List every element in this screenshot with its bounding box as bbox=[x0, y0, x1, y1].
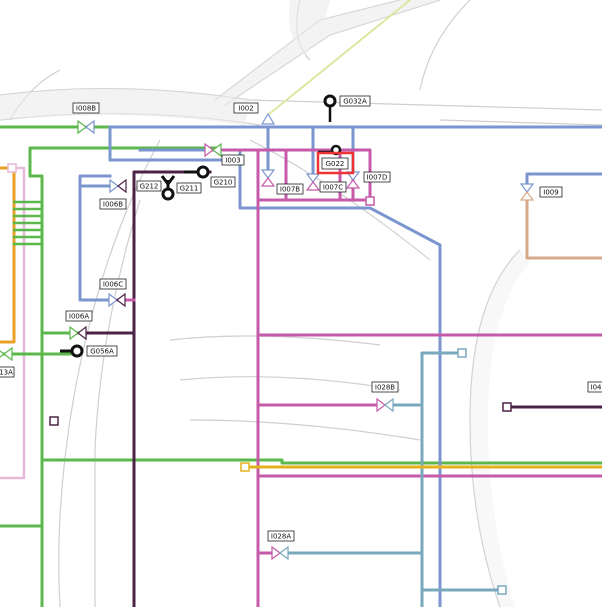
connector-i009 bbox=[519, 183, 535, 201]
label-i006a[interactable]: I006A bbox=[65, 310, 93, 322]
svg-text:I002: I002 bbox=[238, 105, 253, 113]
terminal-square bbox=[7, 163, 17, 173]
connector-i028b bbox=[376, 397, 394, 413]
terminal-square bbox=[502, 402, 512, 412]
connector-i002 bbox=[260, 112, 276, 125]
label-i002[interactable]: I002 bbox=[233, 102, 259, 114]
label-g022[interactable]: G022 bbox=[321, 157, 349, 170]
wire-green-stubs bbox=[12, 200, 44, 246]
label-i028a[interactable]: I028A bbox=[267, 530, 295, 542]
wire-teal-main bbox=[420, 351, 464, 607]
terminal-group bbox=[7, 163, 512, 595]
svg-text:I04: I04 bbox=[591, 384, 602, 392]
svg-text:G032A: G032A bbox=[343, 98, 367, 106]
svg-text:I13A: I13A bbox=[0, 369, 13, 377]
label-g032a[interactable]: G032A bbox=[339, 95, 371, 107]
svg-text:G211: G211 bbox=[180, 185, 199, 193]
svg-text:I006A: I006A bbox=[69, 313, 89, 321]
svg-text:I007B: I007B bbox=[280, 186, 300, 194]
wire-pink bbox=[0, 166, 26, 480]
connector-i007b bbox=[260, 169, 276, 187]
svg-text:I028B: I028B bbox=[375, 384, 395, 392]
wire-green-main bbox=[28, 146, 222, 607]
label-g212[interactable]: G212 bbox=[136, 180, 162, 192]
svg-text:I007C: I007C bbox=[323, 184, 343, 192]
label-g210[interactable]: G210 bbox=[210, 176, 236, 188]
label-i007b[interactable]: I007B bbox=[276, 183, 304, 195]
svg-text:G212: G212 bbox=[140, 183, 159, 191]
terminal-square bbox=[49, 416, 59, 426]
svg-text:G056A: G056A bbox=[90, 348, 114, 356]
wire-dark-purple-main bbox=[132, 170, 212, 607]
label-i007d[interactable]: I007D bbox=[363, 171, 391, 183]
svg-text:I028A: I028A bbox=[271, 533, 291, 541]
terminal-square bbox=[457, 348, 467, 358]
ground-icon bbox=[60, 344, 84, 358]
ground-icon bbox=[323, 94, 337, 122]
wire-magenta-junction bbox=[256, 148, 372, 202]
connector-i003 bbox=[204, 142, 222, 158]
terminal-square bbox=[240, 462, 250, 472]
wire-blue-drop bbox=[108, 125, 227, 162]
label-i003[interactable]: I003 bbox=[221, 154, 245, 166]
wire-tan bbox=[525, 198, 602, 260]
svg-text:I003: I003 bbox=[225, 157, 240, 165]
svg-text:I006B: I006B bbox=[103, 201, 123, 209]
label-i007c[interactable]: I007C bbox=[319, 181, 347, 193]
wire-orange bbox=[0, 166, 16, 344]
svg-text:G210: G210 bbox=[214, 179, 233, 187]
wire-yellow-green bbox=[266, 0, 412, 117]
label-i008b[interactable]: I008B bbox=[72, 102, 100, 114]
svg-text:I006C: I006C bbox=[103, 281, 123, 289]
label-g211[interactable]: G211 bbox=[176, 182, 202, 194]
label-i13a[interactable]: I13A bbox=[0, 366, 15, 378]
svg-text:I009: I009 bbox=[543, 189, 558, 197]
connector-i028a bbox=[271, 545, 289, 561]
label-i009[interactable]: I009 bbox=[539, 186, 563, 198]
connector-i007d bbox=[345, 171, 361, 189]
wire-green-lower bbox=[40, 458, 602, 465]
label-i028b[interactable]: I028B bbox=[371, 381, 399, 393]
wire-blue-left bbox=[78, 174, 112, 302]
label-i006c[interactable]: I006C bbox=[99, 278, 127, 290]
connector-i006c bbox=[108, 292, 126, 308]
label-i006b[interactable]: I006B bbox=[99, 198, 127, 210]
ground-group bbox=[60, 94, 342, 358]
label-g056a[interactable]: G056A bbox=[86, 345, 118, 357]
label-group: I008B I002 G032A I003 G022 I007D G212 G2… bbox=[0, 95, 602, 542]
connector-i008b bbox=[77, 119, 95, 135]
connector-i006b bbox=[109, 178, 127, 194]
ground-icon bbox=[184, 165, 210, 179]
wire-blue-right bbox=[525, 172, 602, 192]
connector-i13a bbox=[0, 346, 13, 362]
terminal-square bbox=[497, 585, 507, 595]
terminal-square bbox=[365, 196, 375, 206]
svg-text:I007D: I007D bbox=[367, 174, 388, 182]
connector-i006a bbox=[69, 325, 87, 341]
highlight-box bbox=[316, 151, 355, 175]
svg-text:G022: G022 bbox=[326, 160, 345, 168]
label-i04[interactable]: I04 bbox=[587, 381, 602, 393]
ground-icon bbox=[160, 175, 176, 201]
wire-magenta-main bbox=[208, 148, 260, 607]
connector-i007c bbox=[305, 173, 321, 191]
vehicle-shading bbox=[0, 0, 440, 125]
svg-text:I008B: I008B bbox=[76, 105, 96, 113]
